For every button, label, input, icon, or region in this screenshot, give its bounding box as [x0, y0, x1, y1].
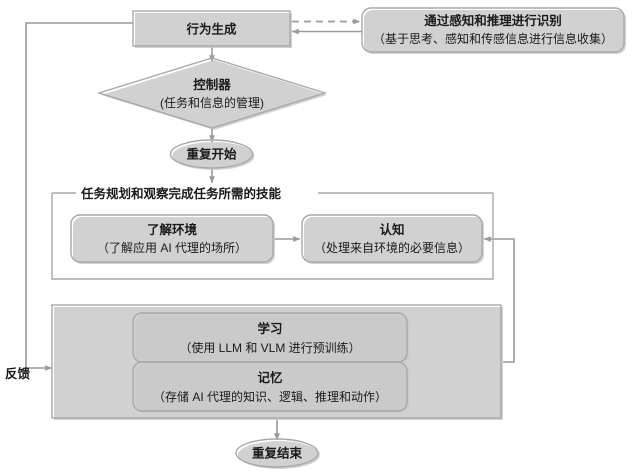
cognition-subtitle: （处理来自环境的必要信息）: [314, 240, 470, 255]
node-cognition[interactable]: 认知 （处理来自环境的必要信息）: [301, 214, 484, 264]
node-environment[interactable]: 了解环境 （了解应用 AI 代理的场所）: [70, 214, 275, 264]
action-generation-label: 行为生成: [185, 22, 237, 37]
environment-title: 了解环境: [147, 222, 198, 237]
recognition-title: 通过感知和推理进行识别: [424, 13, 562, 28]
group-skills: 任务规划和观察完成任务所需的技能: [51, 186, 494, 280]
repeat-start-label: 重复开始: [186, 147, 237, 162]
environment-subtitle: （了解应用 AI 代理的场所）: [97, 240, 247, 255]
node-repeat-end[interactable]: 重复结束: [235, 438, 320, 469]
controller-title: 控制器: [193, 77, 231, 92]
node-action-generation[interactable]: 行为生成: [132, 10, 292, 48]
node-learning[interactable]: 学习 （使用 LLM 和 VLM 进行预训练）: [132, 312, 409, 364]
memory-subtitle: （存储 AI 代理的知识、逻辑、推理和动作）: [153, 389, 387, 404]
feedback-label: 反馈: [5, 366, 31, 381]
node-repeat-start[interactable]: 重复开始: [169, 139, 255, 170]
learning-subtitle: （使用 LLM 和 VLM 进行预训练）: [179, 340, 360, 355]
cognition-title: 认知: [379, 222, 404, 237]
controller-subtitle: (任务和信息的管理): [160, 95, 264, 110]
recognition-subtitle: （基于思考、感知和传感信息进行信息收集）: [373, 31, 613, 46]
connector-group: [25, 18, 515, 441]
learning-title: 学习: [257, 321, 282, 336]
edge-memory-to-cognition: [483, 236, 515, 363]
node-memory[interactable]: 记忆 （存储 AI 代理的知识、逻辑、推理和动作）: [132, 361, 409, 413]
repeat-end-label: 重复结束: [252, 446, 303, 461]
memory-title: 记忆: [257, 370, 283, 385]
node-recognition[interactable]: 通过感知和推理进行识别 （基于思考、感知和传感信息进行信息收集）: [361, 7, 626, 54]
node-controller[interactable]: 控制器 (任务和信息的管理): [96, 57, 328, 130]
skills-group-label: 任务规划和观察完成任务所需的技能: [80, 186, 282, 201]
edge-feedback-loop: [25, 22, 133, 371]
